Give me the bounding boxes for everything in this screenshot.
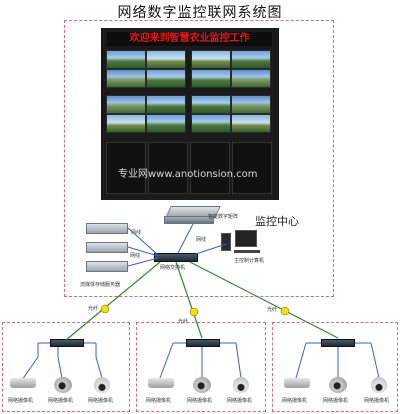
dome-camera-icon: [371, 377, 387, 393]
dome-camera-icon: [233, 377, 249, 393]
branch-site-boundary: [272, 322, 398, 412]
server-icon: [86, 223, 128, 234]
computer-icon: [221, 233, 231, 251]
video-wall-screen: [106, 95, 186, 133]
server-icon: [86, 261, 128, 272]
fiber-label: 光纤: [267, 307, 278, 313]
video-wall-screen: [106, 50, 186, 88]
nvr-icon: [164, 216, 214, 224]
video-wall-screen: [232, 142, 272, 194]
camera-label: 网络摄像机: [282, 398, 308, 404]
monitoring-center-boundary: [64, 20, 334, 297]
video-wall-screen: [190, 142, 230, 194]
fiber-label: 光纤: [88, 306, 99, 312]
dome-camera-icon: [193, 377, 211, 393]
switch-icon: [154, 253, 198, 262]
pc-label: 主控制计算机: [234, 258, 265, 264]
camera-label: 网络摄像机: [48, 398, 74, 404]
switch-icon: [186, 339, 220, 347]
bullet-camera-icon: [148, 378, 174, 388]
server-icon: [86, 242, 128, 253]
cable-label: 网线: [131, 230, 142, 236]
dome-camera-icon: [54, 377, 72, 393]
cable-label: 网线: [130, 253, 141, 259]
video-wall-screen: [148, 142, 188, 194]
video-wall-screen: [191, 95, 271, 133]
center-label: 监控中心: [255, 215, 299, 228]
watermark: 专业网www.anotionsion.com: [118, 169, 258, 180]
camera-label: 网络摄像机: [364, 398, 390, 404]
video-wall-screen: [191, 50, 271, 88]
cable-label: 网线: [196, 237, 207, 243]
camera-label: 网络摄像机: [88, 398, 114, 404]
branch-site-boundary: [2, 322, 130, 412]
camera-label: 网络摄像机: [323, 398, 349, 404]
camera-label: 网络摄像机: [146, 398, 172, 404]
camera-label: 网络摄像机: [187, 398, 213, 404]
bullet-camera-icon: [284, 378, 310, 388]
video-wall-banner: 欢迎来到智慧农业监控工作: [107, 32, 272, 46]
computer-icon: [234, 250, 260, 253]
video-wall-screen: [106, 142, 146, 194]
camera-label: 网络摄像机: [8, 398, 34, 404]
storage-label: 流媒体存储服务器: [80, 282, 121, 288]
dome-camera-icon: [329, 377, 347, 393]
branch-site-boundary: [136, 322, 266, 412]
nvr-label: 智能数字矩阵: [208, 214, 239, 220]
core-switch-label: 网络交换机: [160, 265, 186, 271]
diagram-title: 网络数字监控联网系统图: [117, 5, 283, 21]
camera-label: 网络摄像机: [227, 398, 253, 404]
computer-icon: [235, 230, 257, 247]
bullet-camera-icon: [10, 378, 36, 388]
dome-camera-icon: [94, 377, 110, 393]
switch-icon: [321, 339, 355, 347]
